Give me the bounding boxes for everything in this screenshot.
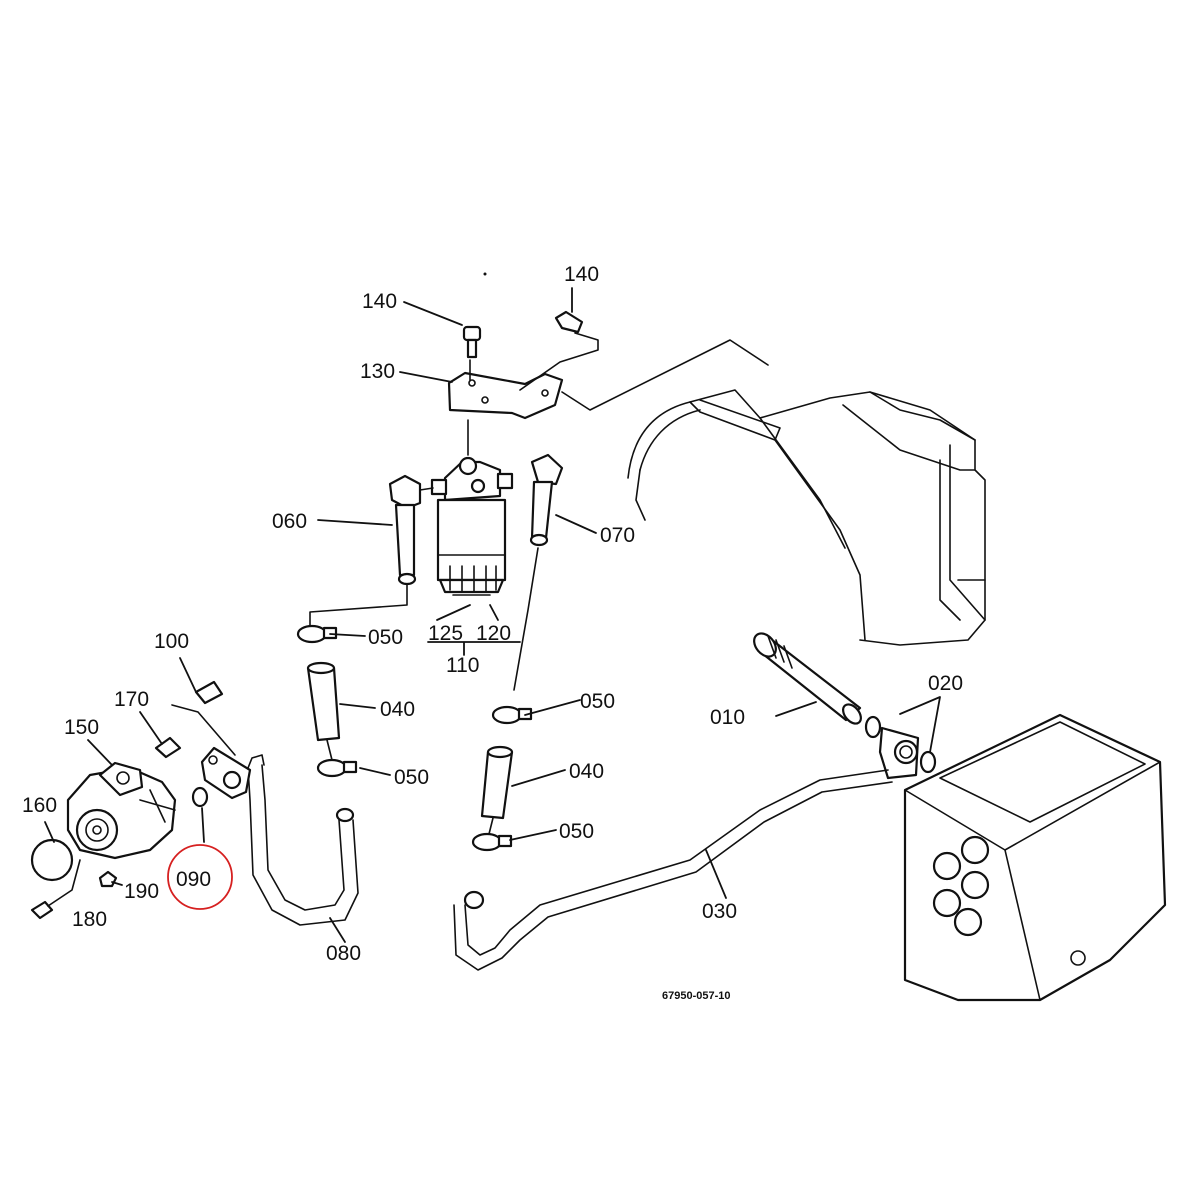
o-ring-020 xyxy=(919,750,937,774)
label-110: 110 xyxy=(446,654,479,677)
label-050: 050 xyxy=(368,626,403,649)
hose-060 xyxy=(388,474,434,586)
transmission-port xyxy=(932,888,962,918)
bracket-130 xyxy=(447,332,769,420)
highlight-circle xyxy=(167,844,233,910)
hose-040 xyxy=(306,661,341,742)
fuel-filter-110 xyxy=(430,456,514,596)
label-170: 170 xyxy=(114,688,149,711)
pipe-080 xyxy=(247,754,359,926)
label-160: 160 xyxy=(22,794,57,817)
flange-plate xyxy=(200,746,252,800)
hose-clamp-050 xyxy=(296,624,338,644)
hose-clamp-050 xyxy=(471,832,513,852)
transmission-port xyxy=(953,907,983,937)
label-020: 020 xyxy=(928,672,963,695)
hose-070 xyxy=(529,453,564,547)
label-180: 180 xyxy=(72,908,107,931)
label-150: 150 xyxy=(64,716,99,739)
label-070: 070 xyxy=(600,524,635,547)
transmission-case xyxy=(903,713,1167,1002)
hose-040 xyxy=(480,745,514,820)
pipe-030 xyxy=(453,726,920,971)
label-050: 050 xyxy=(394,766,429,789)
nut-190 xyxy=(98,870,118,888)
bolt-170 xyxy=(154,736,182,759)
label-050: 050 xyxy=(580,690,615,713)
hydraulic-pump-150 xyxy=(66,761,177,860)
transmission-port xyxy=(960,835,990,865)
engine-housing xyxy=(627,389,986,646)
label-040: 040 xyxy=(569,760,604,783)
label-120: 120 xyxy=(476,622,511,645)
label-140: 140 xyxy=(564,263,599,286)
bolt-100 xyxy=(171,680,236,756)
label-050: 050 xyxy=(559,820,594,843)
label-125: 125 xyxy=(428,622,463,645)
o-ring-090 xyxy=(191,786,209,808)
label-080: 080 xyxy=(326,942,361,965)
label-100: 100 xyxy=(154,630,189,653)
label-030: 030 xyxy=(702,900,737,923)
bolt-140 xyxy=(462,325,482,359)
o-ring-020 xyxy=(864,715,882,739)
hose-clamp-050 xyxy=(316,758,358,778)
o-ring-160 xyxy=(30,838,74,882)
transmission-port xyxy=(960,870,990,900)
label-190: 190 xyxy=(124,880,159,903)
label-040: 040 xyxy=(380,698,415,721)
label-060: 060 xyxy=(272,510,307,533)
diagram-code: 67950-057-10 xyxy=(662,990,731,1002)
label-130: 130 xyxy=(360,360,395,383)
label-090: 090 xyxy=(176,868,211,891)
bolt-140 xyxy=(554,310,584,334)
label-010: 010 xyxy=(710,706,745,729)
pipe-fitting-010 xyxy=(753,632,862,725)
label-140: 140 xyxy=(362,290,397,313)
bolt-180 xyxy=(30,859,81,920)
transmission-port xyxy=(932,851,962,881)
